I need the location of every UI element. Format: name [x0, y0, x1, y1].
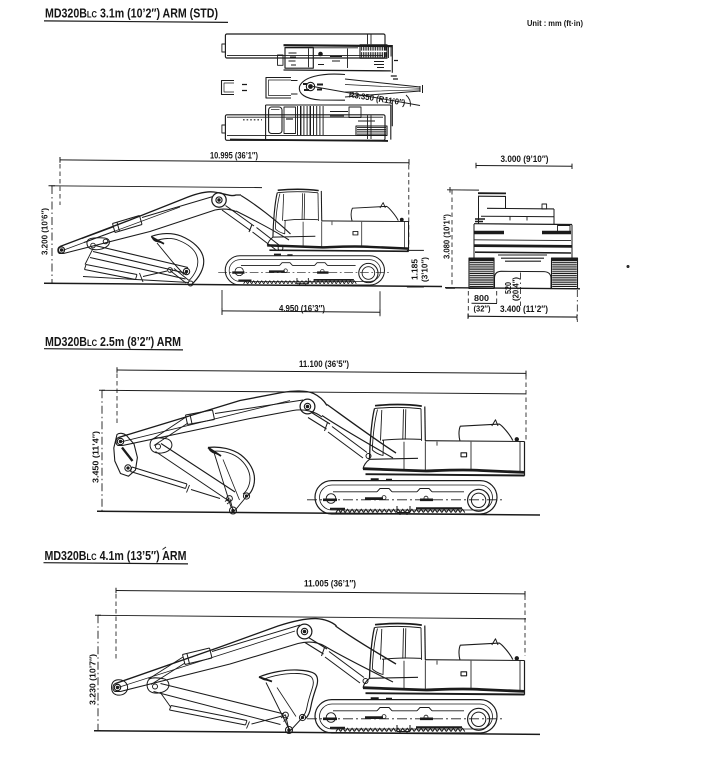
- svg-text:3.230 (10’7″): 3.230 (10’7″): [88, 654, 98, 705]
- svg-text:10.995 (36’1″): 10.995 (36’1″): [210, 151, 258, 161]
- svg-text:MD320BLC 3.1m (10’2″) ARM (STD: MD320BLC 3.1m (10’2″) ARM (STD): [45, 6, 218, 20]
- svg-text:3.400 (11’2″): 3.400 (11’2″): [500, 304, 548, 314]
- svg-text:3.080 (10’1″): 3.080 (10’1″): [442, 214, 452, 259]
- svg-text:11.100 (36’5″): 11.100 (36’5″): [299, 359, 349, 369]
- svg-text:1.185: 1.185: [410, 259, 420, 280]
- svg-text:(32″): (32″): [474, 304, 491, 314]
- svg-text:Unit : mm (ft·in): Unit : mm (ft·in): [527, 19, 583, 28]
- svg-text:(20.4″): (20.4″): [512, 277, 521, 301]
- svg-text:MD320BLC 4.1m (13’5″) ARM: MD320BLC 4.1m (13’5″) ARM: [45, 549, 187, 563]
- svg-text:3.450 (11’4″): 3.450 (11’4″): [91, 431, 101, 483]
- svg-text:3.000 (9’10″): 3.000 (9’10″): [501, 154, 549, 164]
- svg-text:(3’10″): (3’10″): [420, 257, 430, 282]
- svg-text:800: 800: [474, 293, 489, 303]
- svg-text:11.005 (36’1″): 11.005 (36’1″): [304, 579, 356, 589]
- svg-text:4.950 (16’3″): 4.950 (16’3″): [279, 303, 325, 313]
- svg-text:MD320BLC 2.5m (8’2″) ARM: MD320BLC 2.5m (8’2″) ARM: [45, 335, 181, 349]
- svg-text:3.200 (10’6″): 3.200 (10’6″): [40, 208, 50, 255]
- svg-text:520: 520: [504, 281, 513, 294]
